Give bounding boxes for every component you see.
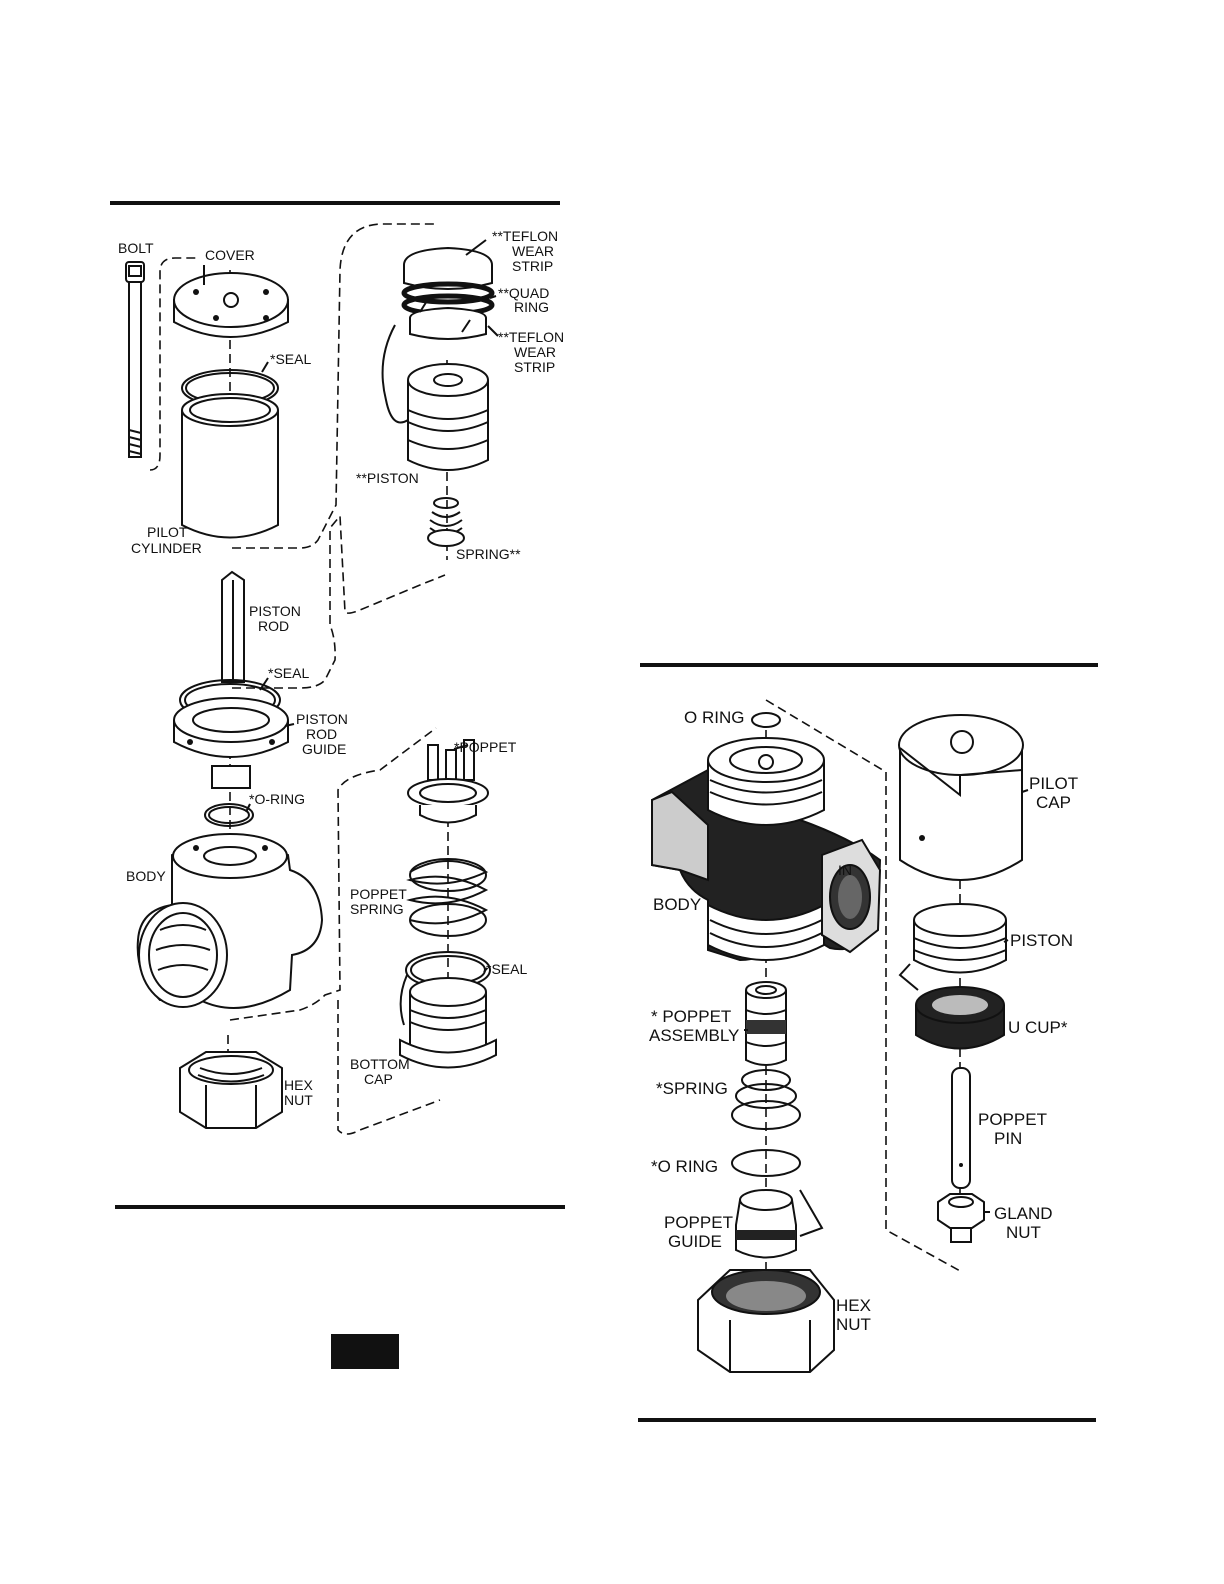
label-teflon-top-2: WEAR — [512, 243, 554, 259]
diagram-left: BOLT COVER *SEAL PILOT CYLINDER **TEFLON… — [118, 223, 564, 1135]
rule-right-bottom — [638, 1418, 1096, 1422]
poppet-assembly-part — [745, 981, 787, 1066]
label-pilot-cylinder-1: PILOT — [147, 524, 188, 540]
rule-left-top — [110, 201, 560, 205]
label-poppet-pin-1: POPPET — [978, 1110, 1047, 1129]
black-tab-marker — [331, 1334, 399, 1369]
label-u-cup: U CUP* — [1008, 1018, 1068, 1037]
poppet-spring-part — [406, 858, 489, 937]
body-marking: IN — [838, 862, 852, 878]
label-poppet-assembly-1: * POPPET — [651, 1007, 731, 1026]
label-spring: SPRING** — [456, 546, 521, 562]
label-seal-top: *SEAL — [270, 351, 311, 367]
poppet-guide-part — [735, 1189, 824, 1259]
label-poppet-guide-1: POPPET — [664, 1213, 733, 1232]
label-poppet-spring-1: POPPET — [350, 886, 407, 902]
poppet-pin-part — [951, 1067, 971, 1189]
bolt-part — [125, 261, 145, 458]
label-piston-rod-2: ROD — [258, 618, 289, 634]
label-bottom-cap-2: CAP — [364, 1071, 393, 1087]
label-bolt: BOLT — [118, 240, 154, 256]
label-body: BODY — [126, 868, 166, 884]
label-pilot-cap-2: CAP — [1036, 793, 1071, 812]
body-part — [136, 833, 324, 1009]
label-rod-guide-3: GUIDE — [302, 741, 346, 757]
rule-right-top — [640, 663, 1098, 667]
label-o-ring-bottom: *O RING — [651, 1157, 718, 1176]
label-spring-right: *SPRING — [656, 1079, 728, 1098]
o-ring-bottom-part — [731, 1149, 801, 1177]
rule-left-bottom — [115, 1205, 565, 1209]
pilot-cylinder-part — [181, 393, 279, 539]
label-teflon-bottom-1: **TEFLON — [498, 329, 564, 345]
label-quad-1: **QUAD — [498, 285, 549, 301]
piston-rod-guide-part — [173, 697, 289, 789]
label-poppet-pin-2: PIN — [994, 1129, 1022, 1148]
valve-body-part: IN — [651, 737, 882, 962]
label-hex-nut-right-2: NUT — [836, 1315, 871, 1334]
diagram-right: IN — [649, 699, 1078, 1373]
label-rod-guide-1: PISTON — [296, 711, 348, 727]
label-gland-nut-1: GLAND — [994, 1204, 1053, 1223]
hex-nut-right-part — [697, 1269, 835, 1373]
teflon-quad-stack — [401, 246, 495, 340]
piston-rod-part — [221, 570, 245, 683]
label-rod-guide-2: ROD — [306, 726, 337, 742]
labels-left: BOLT COVER *SEAL PILOT CYLINDER **TEFLON… — [118, 228, 564, 1108]
label-hex-nut-right-1: HEX — [836, 1296, 871, 1315]
piston-part — [381, 324, 489, 471]
label-piston: **PISTON — [356, 470, 419, 486]
label-o-ring-top: O RING — [684, 708, 744, 727]
label-teflon-bottom-2: WEAR — [514, 344, 556, 360]
pilot-cap-part — [898, 714, 1024, 881]
label-poppet: *POPPET — [454, 739, 517, 755]
label-body-right: BODY — [653, 895, 701, 914]
leaders-right — [744, 789, 1029, 1213]
spring-part — [427, 497, 465, 547]
o-ring-top-part — [751, 712, 781, 728]
label-teflon-top-1: **TEFLON — [492, 228, 558, 244]
label-hex-nut-2: NUT — [284, 1092, 313, 1108]
bottom-cap-part — [399, 974, 497, 1069]
label-teflon-top-3: STRIP — [512, 258, 553, 274]
label-quad-2: RING — [514, 299, 549, 315]
leaders-left — [203, 239, 499, 973]
label-gland-nut-2: NUT — [1006, 1223, 1041, 1242]
label-seal-mid: *SEAL — [268, 665, 309, 681]
cover-part — [173, 272, 289, 338]
u-cup-part — [915, 986, 1005, 1050]
label-hex-nut-1: HEX — [284, 1077, 313, 1093]
label-teflon-bottom-3: STRIP — [514, 359, 555, 375]
labels-right: O RING PILOT CAP BODY PISTON * POPPET AS… — [649, 708, 1078, 1334]
gland-nut-part — [937, 1193, 985, 1243]
piston-right-part — [898, 903, 1007, 991]
label-piston-right: PISTON — [1010, 931, 1073, 950]
hex-nut-part — [179, 1051, 283, 1129]
label-poppet-assembly-2: ASSEMBLY — [649, 1026, 739, 1045]
label-bottom-cap-1: BOTTOM — [350, 1056, 410, 1072]
label-o-ring: *O-RING — [249, 791, 305, 807]
label-cover: COVER — [205, 247, 255, 263]
o-ring-part — [204, 803, 254, 827]
poppet-part — [407, 739, 489, 824]
label-seal-bottom: *SEAL — [486, 961, 527, 977]
label-piston-rod-1: PISTON — [249, 603, 301, 619]
spring-right-part — [731, 1069, 801, 1130]
label-pilot-cap-1: PILOT — [1029, 774, 1078, 793]
label-poppet-guide-2: GUIDE — [668, 1232, 722, 1251]
label-pilot-cylinder-2: CYLINDER — [131, 540, 202, 556]
label-poppet-spring-2: SPRING — [350, 901, 404, 917]
